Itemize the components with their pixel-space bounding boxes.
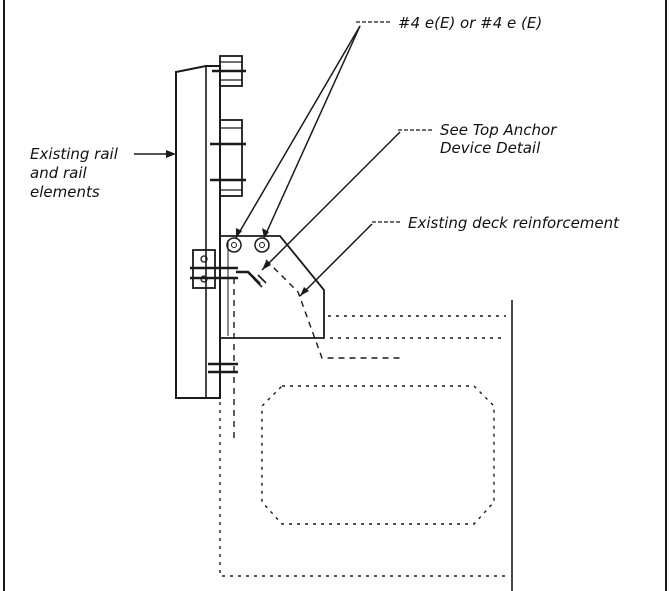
deck-reinforcement-dashed bbox=[233, 259, 404, 440]
rebar-circles bbox=[226, 237, 270, 253]
curb-outline bbox=[220, 235, 325, 339]
existing-rail-post bbox=[175, 65, 221, 399]
top-anchor-device bbox=[236, 270, 267, 288]
existing-rail-label-line1: Existing rail bbox=[30, 145, 119, 163]
base-plate bbox=[190, 249, 238, 289]
deck-slab-dotted bbox=[219, 300, 513, 591]
existing-rail-label-line2: and rail bbox=[30, 164, 88, 182]
bar-callout-label: #4 e(E) or #4 e (E) bbox=[398, 14, 542, 32]
existing-rail-label-line3: elements bbox=[30, 183, 100, 201]
bottom-bolt bbox=[208, 362, 238, 374]
deck-reinforcement-label: Existing deck reinforcement bbox=[408, 214, 620, 232]
rail-element-upper bbox=[212, 55, 246, 87]
leader-lines bbox=[134, 21, 434, 297]
top-anchor-label-line2: Device Detail bbox=[440, 139, 541, 157]
rail-element-lower bbox=[210, 119, 246, 197]
sheet-border bbox=[3, 0, 667, 591]
top-anchor-label-line1: See Top Anchor bbox=[440, 121, 557, 139]
